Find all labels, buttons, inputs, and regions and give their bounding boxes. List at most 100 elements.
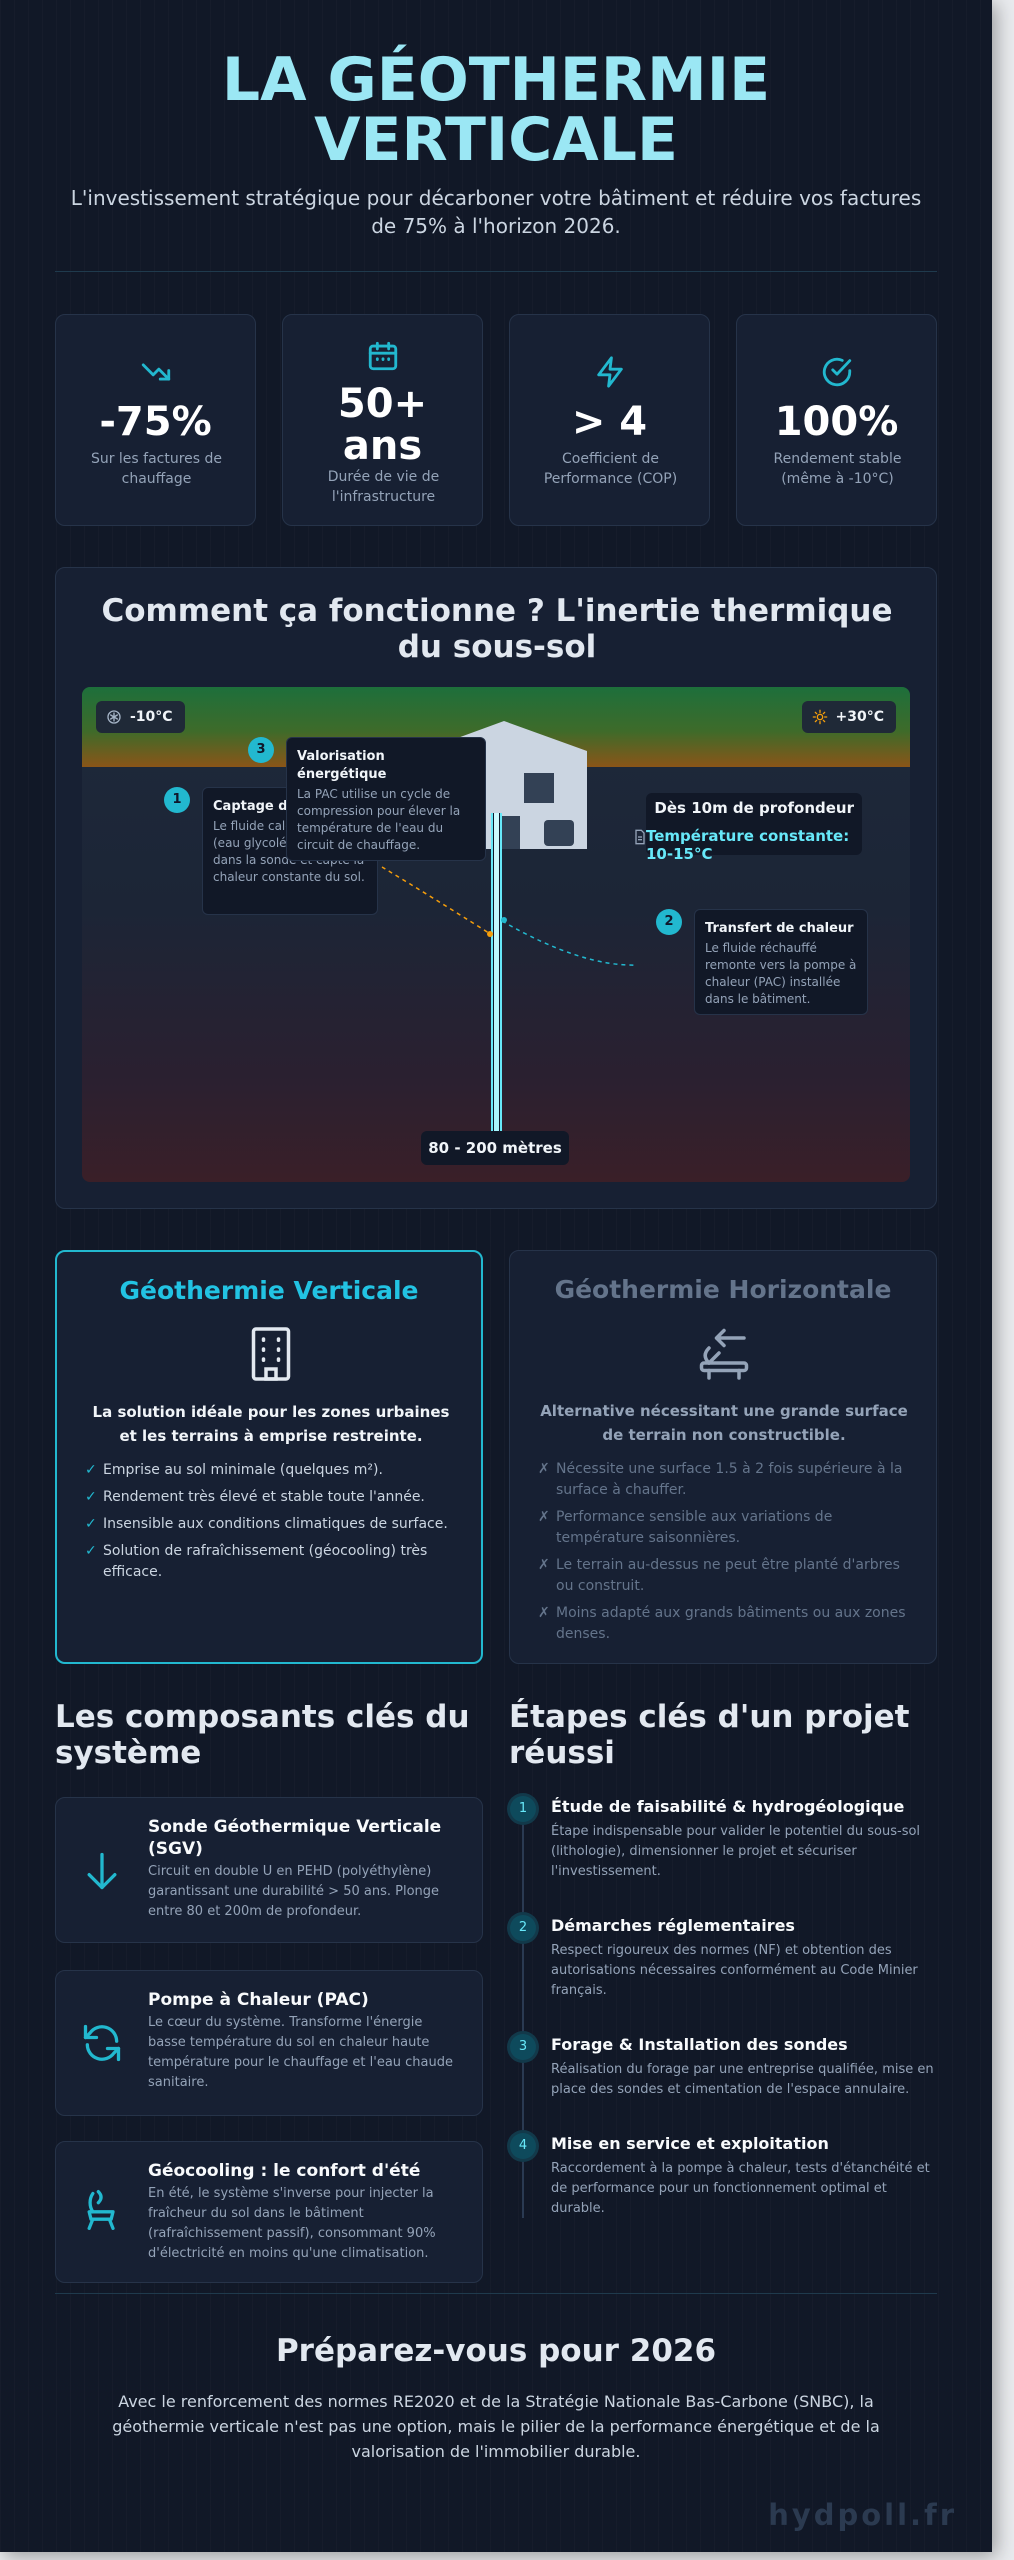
timeline-step-badge: 3 [510,2034,536,2060]
list-item: ✗Le terrain au-dessus ne peut être plant… [538,1557,900,1594]
heat-transfer-icon [699,1328,749,1380]
timeline-step-desc: Respect rigoureux des normes (NF) et obt… [551,1943,918,1998]
timeline-step-badge: 4 [510,2133,536,2159]
step-badge: 2 [656,909,682,935]
check-circle-icon [737,355,936,389]
title-line-2: VERTICALE [314,105,678,175]
stat-card-cop: > 4 Coefficient de Performance (COP) [509,314,710,526]
timeline-step-desc: Étape indispensable pour valider le pote… [551,1824,921,1879]
stat-value: > 4 [571,399,648,445]
footer-title: Préparez-vous pour 2026 [275,2333,717,2369]
depth-temperature: Température constante: 10-15°C [646,827,850,863]
stat-card-yield: 100% Rendement stable (même à -10°C) [736,314,937,526]
advantages-list: ✓Emprise au sol minimale (quelques m²). … [85,1460,455,1589]
components-title: Les composants clés du système [55,1699,470,1771]
stat-label: Durée de vie de l'infrastructure [327,469,440,505]
step-tooltip-transfer: Transfert de chaleur Le fluide réchauffé… [694,909,868,1015]
list-item: ✓Insensible aux conditions climatiques d… [85,1514,455,1535]
card-title: Géothermie Horizontale [554,1275,892,1304]
cross-icon: ✗ [538,1605,550,1621]
step-tooltip-valorisation: Valorisation énergétique La PAC utilise … [286,737,486,861]
stat-label: Coefficient de Performance (COP) [543,451,678,487]
timeline-step-desc: Réalisation du forage par une entreprise… [551,2062,934,2097]
stat-label: Sur les factures de chauffage [90,451,223,487]
refresh-icon [83,2024,121,2062]
section-title: Comment ça fonctionne ? L'inertie thermi… [101,593,893,665]
stat-value: 50+ ans [283,383,482,467]
depth-range-label: 80 - 200 mètres [421,1131,569,1165]
divider [55,2293,937,2294]
temp-cold-value: -10°C [130,709,173,725]
brand-watermark: hydpoll.fr [768,2498,957,2532]
building-icon [251,1327,291,1381]
component-title: Sonde Géothermique Verticale (SGV) [148,1817,442,1859]
component-desc: En été, le système s'inverse pour inject… [148,2186,436,2261]
component-title: Pompe à Chaleur (PAC) [148,1990,369,2010]
cross-icon: ✗ [538,1509,550,1525]
timeline-step-title: Mise en service et exploitation [551,2134,829,2153]
temp-hot-value: +30°C [835,709,885,725]
cross-icon: ✗ [538,1557,550,1573]
timeline-step-title: Forage & Installation des sondes [551,2035,848,2054]
timeline-step-title: Démarches réglementaires [551,1916,795,1935]
infographic-page: LA GÉOTHERMIE VERTICALE L'investissement… [0,0,992,2552]
divider [55,271,937,272]
list-item: ✓Solution de rafraîchissement (géocoolin… [85,1543,428,1580]
stat-value-line-2: ans [342,423,423,469]
component-title: Géocooling : le confort d'été [148,2161,421,2181]
list-item: ✓Emprise au sol minimale (quelques m²). [85,1460,455,1481]
depth-info: Dès 10m de profondeur Température consta… [635,793,862,863]
tooltip-desc: La PAC utilise un cycle de compression p… [297,787,461,852]
chair-icon [87,2190,115,2230]
timeline-step-badge: 1 [510,1796,536,1822]
page-title: LA GÉOTHERMIE VERTICALE [0,50,992,170]
flow-arrows [381,866,638,966]
check-icon: ✓ [85,1543,97,1559]
lightning-icon [510,355,709,389]
stat-value: -75% [99,399,212,445]
step-badge: 1 [164,787,190,813]
tooltip-title: Transfert de chaleur [705,921,854,936]
component-desc: Le cœur du système. Transforme l'énergie… [148,2015,453,2090]
thermometer-badge [544,820,574,846]
title-line-1: LA GÉOTHERMIE [221,45,771,115]
snowflake-icon [107,710,121,724]
depth-title: Dès 10m de profondeur [654,799,854,817]
timeline-line [522,1808,524,2218]
timeline-step-desc: Raccordement à la pompe à chaleur, tests… [551,2161,930,2216]
stat-label: Rendement stable (même à -10°C) [773,451,902,487]
card-lead: La solution idéale pour les zones urbain… [92,1403,450,1445]
list-item: ✗Nécessite une surface 1.5 à 2 fois supé… [538,1461,903,1498]
card-lead: Alternative nécessitant une grande surfa… [540,1402,908,1444]
card-horizontal-geothermal: Géothermie Horizontale Alternative néces… [509,1250,937,1664]
component-desc: Circuit en double U en PEHD (polyéthylèn… [148,1864,440,1919]
trend-down-icon [56,355,255,389]
stat-value-line-1: 50+ [337,381,428,427]
document-icon [635,829,645,845]
stat-card-lifespan: 50+ ans Durée de vie de l'infrastructure [282,314,483,526]
list-item: ✗Performance sensible aux variations de … [538,1509,833,1546]
card-title: Géothermie Verticale [119,1276,419,1305]
check-icon: ✓ [85,1516,97,1532]
geothermal-diagram: -10°C +30°C D [82,687,910,1182]
component-card-geocooling: Géocooling : le confort d'été En été, le… [55,2141,483,2283]
page-subtitle: L'investissement stratégique pour décarb… [70,186,922,238]
timeline-step-title: Étude de faisabilité & hydrogéologique [551,1797,905,1816]
stat-value: 100% [774,399,899,445]
footer-desc: Avec le renforcement des normes RE2020 e… [112,2392,880,2461]
cross-icon: ✗ [538,1461,550,1477]
arrow-down-icon [87,1852,117,1890]
list-item: ✓Rendement très élevé et stable toute l'… [85,1487,455,1508]
stat-card-savings: -75% Sur les factures de chauffage [55,314,256,526]
tooltip-desc: Le fluide réchauffé remonte vers la pomp… [705,941,857,1006]
timeline-step-badge: 2 [510,1915,536,1941]
tooltip-title: Valorisation énergétique [297,749,387,782]
probe-fluid [494,813,499,1155]
sun-icon [812,709,827,725]
steps-title: Étapes clés d'un projet réussi [509,1699,910,1771]
component-card-probe: Sonde Géothermique Verticale (SGV) Circu… [55,1797,483,1943]
check-icon: ✓ [85,1462,97,1478]
calendar-icon [283,339,482,373]
drawbacks-list: ✗Nécessite une surface 1.5 à 2 fois supé… [538,1459,908,1651]
check-icon: ✓ [85,1489,97,1505]
